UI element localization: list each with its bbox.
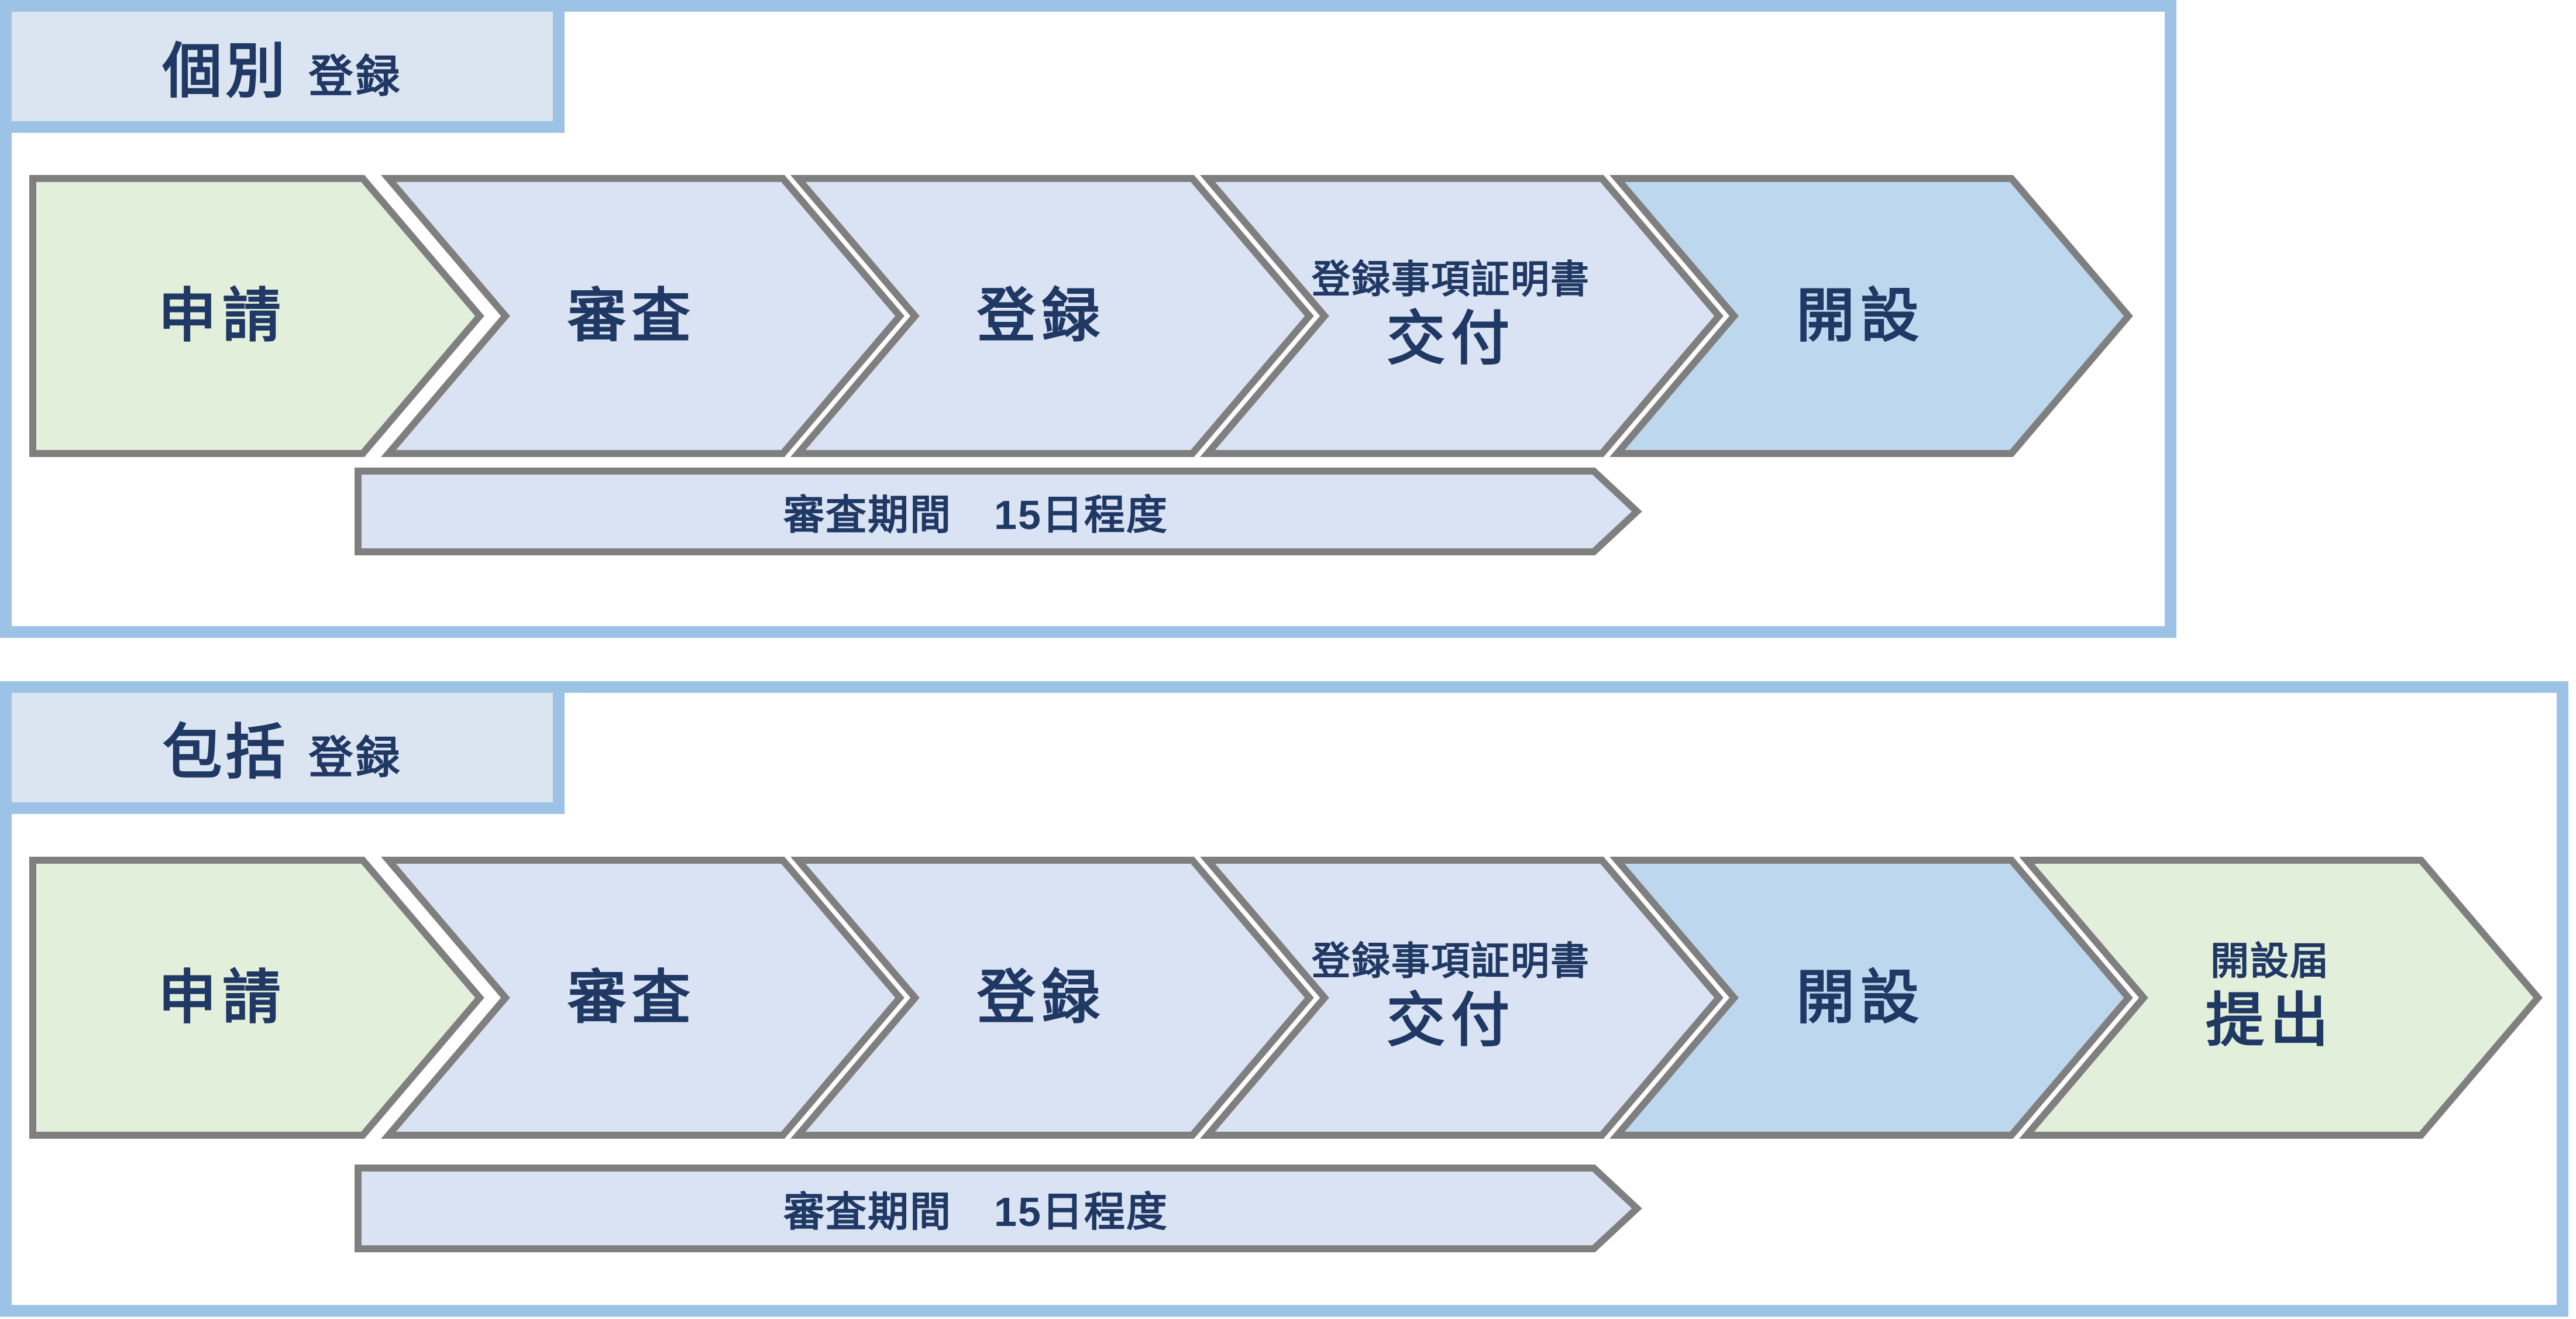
review-period-bar: [355, 1165, 1642, 1252]
step-main-text: 登録: [977, 283, 1106, 349]
step-open: 開設: [1626, 178, 2094, 454]
step-open: 開設: [1626, 860, 2094, 1135]
step-sub-text: 開設届: [2210, 939, 2330, 983]
step-main-text: 提出: [2206, 988, 2334, 1054]
arrow-certificate-issue: [1200, 175, 1724, 457]
step-main-text: 審査: [568, 964, 696, 1031]
step-sub-text: 登録事項証明書: [1312, 257, 1590, 301]
arrow-open: [1609, 857, 2133, 1139]
arrow-certificate-issue: [1200, 857, 1724, 1139]
step-main-text: 登録: [977, 964, 1106, 1031]
arrow-register: [790, 175, 1314, 457]
step-main-text: 交付: [1387, 988, 1515, 1054]
review-period-note: 審査期間 15日程度: [783, 492, 1168, 538]
step-apply: 申請: [35, 178, 410, 454]
step-review: 審査: [398, 178, 866, 454]
arrow-apply: [29, 175, 484, 457]
step-main-text: 申請: [158, 964, 287, 1031]
step-register: 登録: [807, 178, 1275, 454]
step-apply: 申請: [35, 860, 410, 1135]
comprehensive-registration-label: 包括 登録: [0, 681, 565, 814]
arrow-register: [790, 857, 1314, 1139]
step-opening-notification-submit: 開設届 提出: [2036, 860, 2504, 1135]
arrow-opening-notification-submit: [2019, 857, 2543, 1139]
arrow-apply: [29, 857, 484, 1139]
step-main-text: 申請: [158, 283, 287, 349]
section-title-sub: 登録: [308, 52, 403, 102]
step-register: 登録: [807, 860, 1275, 1135]
arrow-review: [381, 175, 904, 457]
step-review: 審査: [398, 860, 866, 1135]
individual-registration-label: 個別 登録: [0, 0, 565, 133]
section-title-main: 包括: [162, 719, 289, 786]
review-period-bar: [355, 468, 1642, 555]
step-certificate-issue: 登録事項証明書 交付: [1217, 860, 1685, 1135]
section-title-sub: 登録: [308, 733, 403, 783]
step-main-text: 開設: [1796, 283, 1925, 349]
step-main-text: 開設: [1796, 964, 1925, 1031]
section-title-main: 個別: [162, 38, 289, 105]
step-main-text: 審査: [568, 283, 696, 349]
arrow-review: [381, 857, 904, 1139]
arrow-open: [1609, 175, 2133, 457]
step-main-text: 交付: [1387, 306, 1515, 372]
step-certificate-issue: 登録事項証明書 交付: [1217, 178, 1685, 454]
step-sub-text: 登録事項証明書: [1312, 939, 1590, 983]
review-period-note: 審査期間 15日程度: [783, 1189, 1168, 1235]
